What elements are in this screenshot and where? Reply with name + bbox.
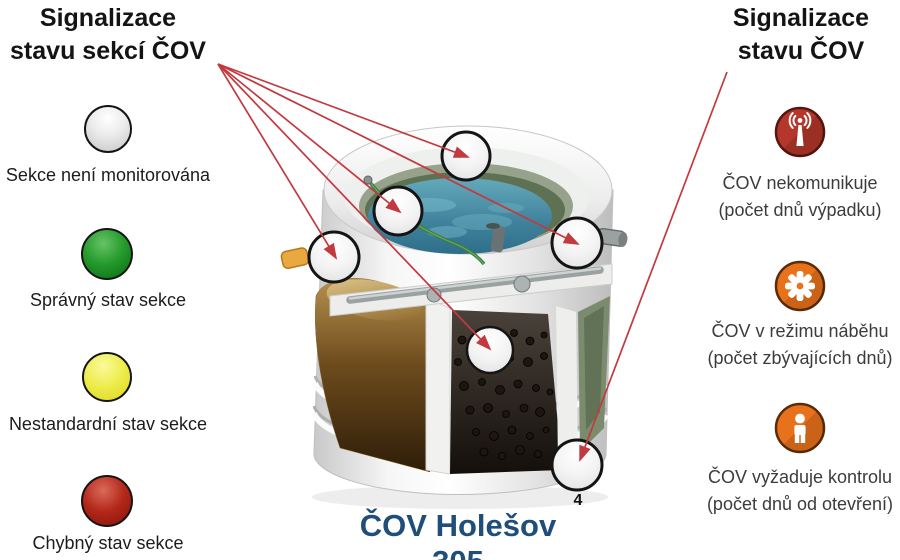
inlet-pipe-stub — [280, 247, 310, 269]
startup-mode-label: ČOV v režimu náběhu (počet zbývajících d… — [688, 318, 900, 372]
marker-number: 4 — [573, 492, 583, 509]
startup-mode-badge — [774, 260, 826, 312]
no-communication-label: ČOV nekomunikuje (počet dnů výpadku) — [688, 170, 900, 224]
tank-caption: ČOV Holešov 305 — [359, 508, 557, 560]
indicator-circle-center — [465, 325, 515, 375]
arrow-to-upper-circle — [217, 63, 402, 214]
indicator-circle-left — [307, 230, 361, 284]
inspection-line1: ČOV vyžaduje kontrolu — [707, 467, 893, 487]
right-title-line2: stavu ČOV — [737, 37, 865, 65]
arrow-to-bottom-circle — [579, 71, 728, 462]
inspection-badge — [774, 402, 826, 454]
divider-wall-right — [556, 306, 578, 466]
legend-label-ok: Správný stav sekce — [29, 290, 187, 310]
divider-wall — [425, 297, 451, 475]
water-pipe-stub — [490, 225, 506, 253]
left-panel-title: Signalizace stavu sekcí ČOV — [0, 2, 216, 68]
left-title-line1: Signalizace — [39, 4, 177, 32]
legend-label-nonstandard: Nestandardní stav sekce — [8, 414, 208, 434]
status-circle-error — [81, 475, 133, 527]
no-communication-line2: (počet dnů výpadku) — [718, 200, 882, 220]
arrow-to-top-circle — [217, 63, 470, 158]
left-title-line2: stavu sekcí ČOV — [10, 37, 206, 65]
right-title-line1: Signalizace — [732, 4, 870, 32]
annotation-arrows — [217, 63, 728, 462]
status-circle-nonstandard — [82, 352, 132, 402]
inspection-label: ČOV vyžaduje kontrolu (počet dnů od otev… — [688, 464, 900, 518]
no-communication-badge — [774, 106, 826, 158]
antenna-icon — [774, 106, 826, 158]
arrow-to-center-circle — [217, 63, 492, 351]
inspection-line2: (počet dnů od otevření) — [706, 494, 894, 514]
right-inner-wall — [578, 296, 610, 452]
startup-mode-line1: ČOV v režimu náběhu — [711, 321, 889, 341]
person-icon — [774, 402, 826, 454]
startup-mode-line2: (počet zbývajících dnů) — [707, 348, 893, 368]
gear-icon — [774, 260, 826, 312]
indicator-circle-bottom — [550, 438, 604, 492]
pipe-assembly — [329, 263, 613, 317]
arrow-to-left-circle — [217, 63, 338, 260]
arrow-to-right-circle — [217, 63, 580, 245]
no-communication-line1: ČOV nekomunikuje — [722, 173, 878, 193]
legend-label-not-monitored: Sekce není monitorována — [5, 165, 211, 185]
status-circle-not-monitored — [84, 105, 132, 153]
status-circle-ok — [81, 228, 133, 280]
legend-label-error: Chybný stav sekce — [32, 533, 184, 553]
right-panel-title: Signalizace stavu ČOV — [710, 2, 892, 68]
tank-shadow — [312, 485, 608, 509]
